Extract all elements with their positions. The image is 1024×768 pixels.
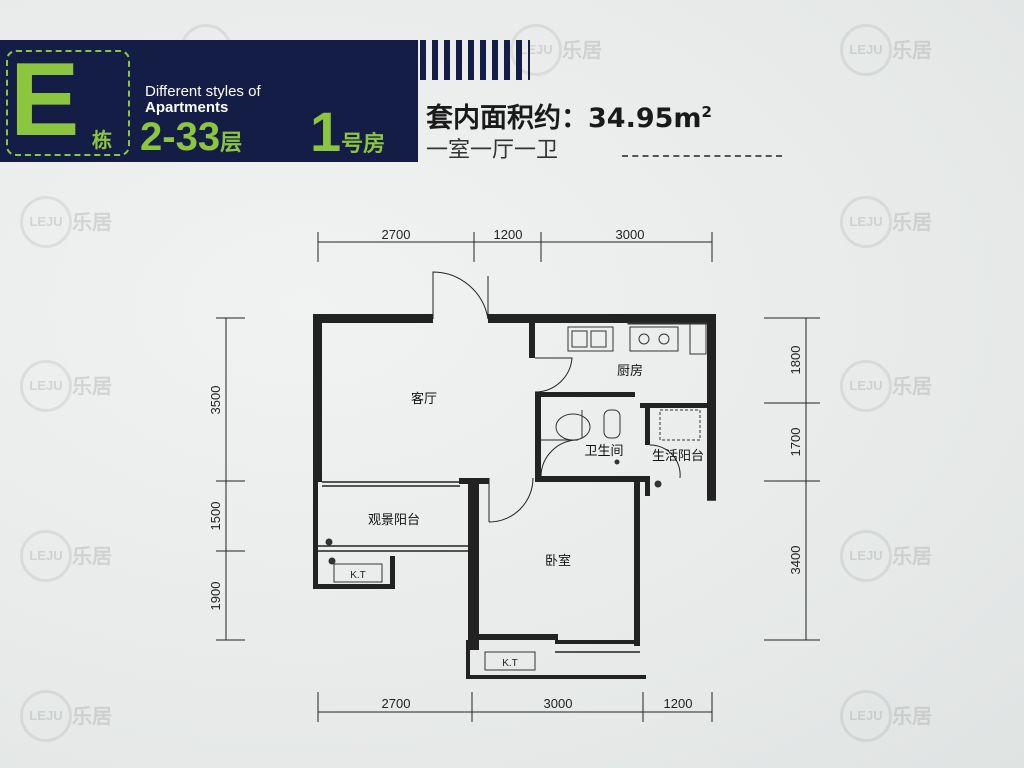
dim-top-3: 3000 <box>616 227 645 242</box>
watermark-text: 乐居 <box>892 38 932 62</box>
layout-label: 一室一厅一卫 <box>426 138 559 163</box>
header-banner <box>0 40 418 162</box>
drain-icon <box>328 557 336 565</box>
room-label-view-balcony: 观景阳台 <box>368 513 420 528</box>
leju-logo-text: LEJU <box>849 378 883 393</box>
dimension-lines <box>216 232 820 722</box>
tagline-line2: Apartments <box>145 99 229 116</box>
washbasin-icon <box>555 413 591 441</box>
watermark-text: 乐居 <box>72 210 112 234</box>
toilet-icon <box>603 409 621 439</box>
drain-icon <box>654 480 662 488</box>
layout-dash-line <box>622 155 782 157</box>
leju-logo-text: LEJU <box>849 548 883 563</box>
leju-logo-icon: LEJU <box>840 530 892 582</box>
kt-box <box>333 563 383 583</box>
washer-icon <box>659 409 701 441</box>
tagline: Different styles of Apartments <box>145 84 261 116</box>
leju-logo-icon: LEJU <box>840 24 892 76</box>
walls <box>313 314 716 679</box>
watermark-text: 乐居 <box>72 704 112 728</box>
leju-logo-icon: LEJU <box>840 196 892 248</box>
area-label: 套内面积约：34.95m2 <box>426 94 712 137</box>
dim-top-2: 1200 <box>494 227 523 242</box>
room-number: 1号房 <box>310 102 385 175</box>
leju-logo-icon: LEJU <box>20 530 72 582</box>
floor-range-value: 2-33 <box>140 115 221 159</box>
area-label-text: 套内面积约：34.95m <box>426 103 702 134</box>
dim-bottom-3: 1200 <box>664 696 693 711</box>
building-letter: E <box>10 42 80 158</box>
dim-right-3: 3400 <box>788 546 803 575</box>
floor-range: 2-33层 <box>140 114 242 167</box>
barcode-decoration <box>420 40 530 80</box>
room-number-suffix: 号房 <box>341 132 386 157</box>
leju-logo-text: LEJU <box>849 42 883 57</box>
leju-logo-text: LEJU <box>29 214 63 229</box>
tagline-line1: Different styles of <box>145 83 261 100</box>
dim-top-1: 2700 <box>382 227 411 242</box>
building-badge-frame <box>6 50 130 156</box>
leju-logo-icon: LEJU <box>840 690 892 742</box>
balcony-railings <box>318 481 716 653</box>
leju-logo-text: LEJU <box>849 214 883 229</box>
fixtures <box>325 322 708 671</box>
leju-logo-text: LEJU <box>29 378 63 393</box>
building-suffix: 栋 <box>92 128 112 152</box>
room-label-utility-balcony: 生活阳台 <box>652 449 704 464</box>
kt-box <box>484 651 536 671</box>
dim-left-1: 3500 <box>208 386 223 415</box>
dim-right-1: 1800 <box>788 346 803 375</box>
room-label-bathroom: 卫生间 <box>584 444 623 459</box>
leju-logo-text: LEJU <box>29 708 63 723</box>
watermark-text: 乐居 <box>72 544 112 568</box>
stove-icon <box>629 326 679 352</box>
sink-icon <box>567 326 614 352</box>
drain-icon <box>325 538 333 546</box>
cabinet-icon <box>689 323 707 355</box>
watermark-text: 乐居 <box>892 704 932 728</box>
dim-left-3: 1900 <box>208 582 223 611</box>
watermark-text: 乐居 <box>892 544 932 568</box>
watermark-text: 乐居 <box>892 210 932 234</box>
dim-bottom-1: 2700 <box>382 696 411 711</box>
leju-logo-icon: LEJU <box>20 360 72 412</box>
dim-bottom-2: 3000 <box>544 696 573 711</box>
leju-logo-icon: LEJU <box>20 196 72 248</box>
kt-label: K.T <box>502 658 518 669</box>
floor-range-suffix: 层 <box>220 131 243 156</box>
dim-left-2: 1500 <box>208 502 223 531</box>
room-label-bedroom: 卧室 <box>545 553 571 569</box>
leju-logo-icon: LEJU <box>840 360 892 412</box>
room-label-kitchen: 厨房 <box>617 363 643 379</box>
dim-right-2: 1700 <box>788 428 803 457</box>
room-number-value: 1 <box>310 100 342 163</box>
watermark-text: 乐居 <box>562 38 602 62</box>
area-unit-sup: 2 <box>701 103 712 121</box>
watermark-text: 乐居 <box>72 374 112 398</box>
kt-label: K.T <box>350 570 366 581</box>
door-swings <box>432 271 681 523</box>
room-label-living: 客厅 <box>411 391 437 407</box>
leju-logo-icon: LEJU <box>20 690 72 742</box>
watermark-text: 乐居 <box>892 374 932 398</box>
leju-logo-text: LEJU <box>29 548 63 563</box>
leju-logo-text: LEJU <box>849 708 883 723</box>
